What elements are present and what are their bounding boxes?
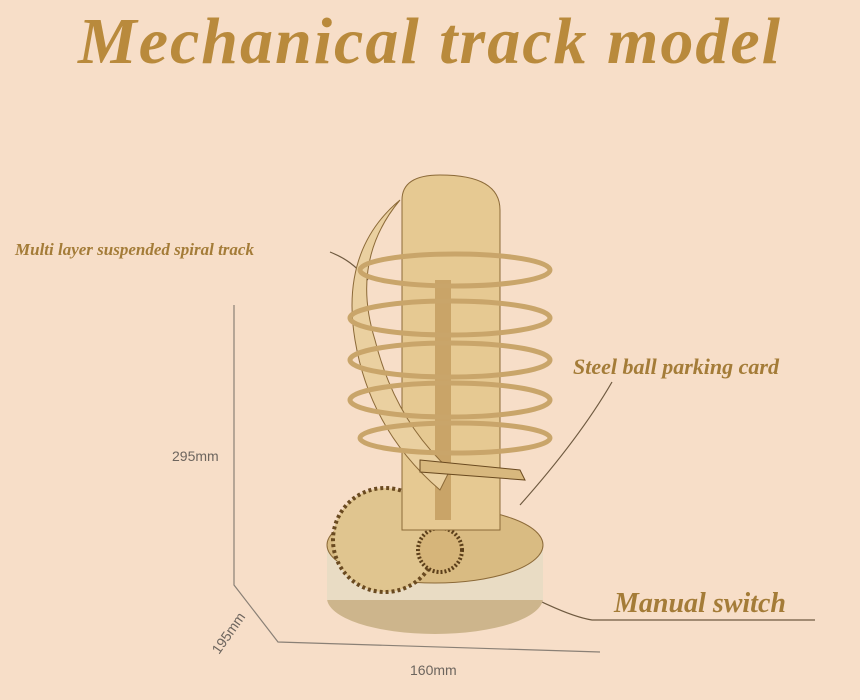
- dimension-height: 295mm: [172, 448, 219, 464]
- label-spiral-track: Multi layer suspended spiral track: [15, 240, 254, 259]
- label-parking-card: Steel ball parking card: [573, 354, 779, 379]
- track-model: [326, 174, 553, 634]
- dimension-width: 160mm: [410, 662, 457, 678]
- dimension-lines: [233, 305, 601, 653]
- page-title: Mechanical track model: [78, 5, 782, 78]
- manual-switch-gear: [416, 526, 464, 574]
- label-manual-switch: Manual switch: [614, 588, 786, 619]
